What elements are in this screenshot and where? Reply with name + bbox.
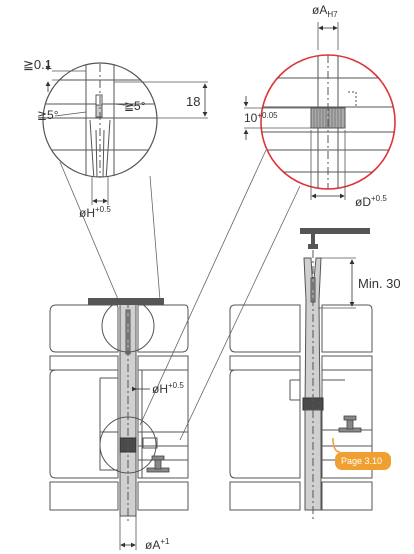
dia-d-label: øD+0.5: [355, 194, 387, 209]
dia-a-bottom-label: øA+1: [145, 537, 170, 552]
dim-dia-a-bottom: øA+1: [119, 516, 170, 552]
dim-18: 18: [114, 81, 208, 119]
dim-dia-h-mid: øH+0.5: [132, 381, 184, 396]
dim-18-label: 18: [186, 94, 200, 109]
dia-a-h7-label: øAH7: [312, 3, 338, 19]
top-plate-left: [88, 298, 164, 305]
angle-right-label: ≧5°: [124, 99, 146, 113]
assembly-right: [229, 250, 373, 520]
detail-circle-left: ≧0.1 ≧5° ≧5° 18 øH+0.5: [23, 57, 208, 220]
detail-circle-right: øAH7 10+0.05 øD+0.5: [243, 3, 396, 209]
page-ref-label: Page 3.10: [341, 456, 382, 466]
hanger-right: [308, 234, 318, 249]
clamp-right: [338, 415, 362, 433]
dim-10: 10+0.05: [243, 96, 311, 140]
clamp-left: [146, 455, 170, 473]
dim-dia-a-h7: øAH7: [312, 3, 339, 50]
min-30-label: Min. 30: [358, 276, 401, 291]
dia-h-mid-label: øH+0.5: [152, 381, 184, 396]
dim-dia-h-top: øH+0.5: [79, 176, 111, 220]
len-10-label: 10+0.05: [244, 111, 278, 125]
dim-dia-d: øD+0.5: [310, 130, 387, 209]
angle-left-label: ≧5°: [37, 108, 59, 122]
gap-label: ≧0.1: [23, 57, 52, 72]
leader-lines: [59, 149, 301, 441]
dim-min-30: Min. 30: [318, 257, 401, 309]
dim-angle-left: ≧5°: [37, 108, 87, 122]
top-plate-right: [300, 228, 370, 234]
page-ref-badge[interactable]: Page 3.10: [332, 437, 391, 470]
assembly-left: [49, 299, 189, 522]
dim-gap: ≧0.1: [23, 57, 86, 92]
dim-angle-right: ≧5°: [113, 99, 146, 113]
